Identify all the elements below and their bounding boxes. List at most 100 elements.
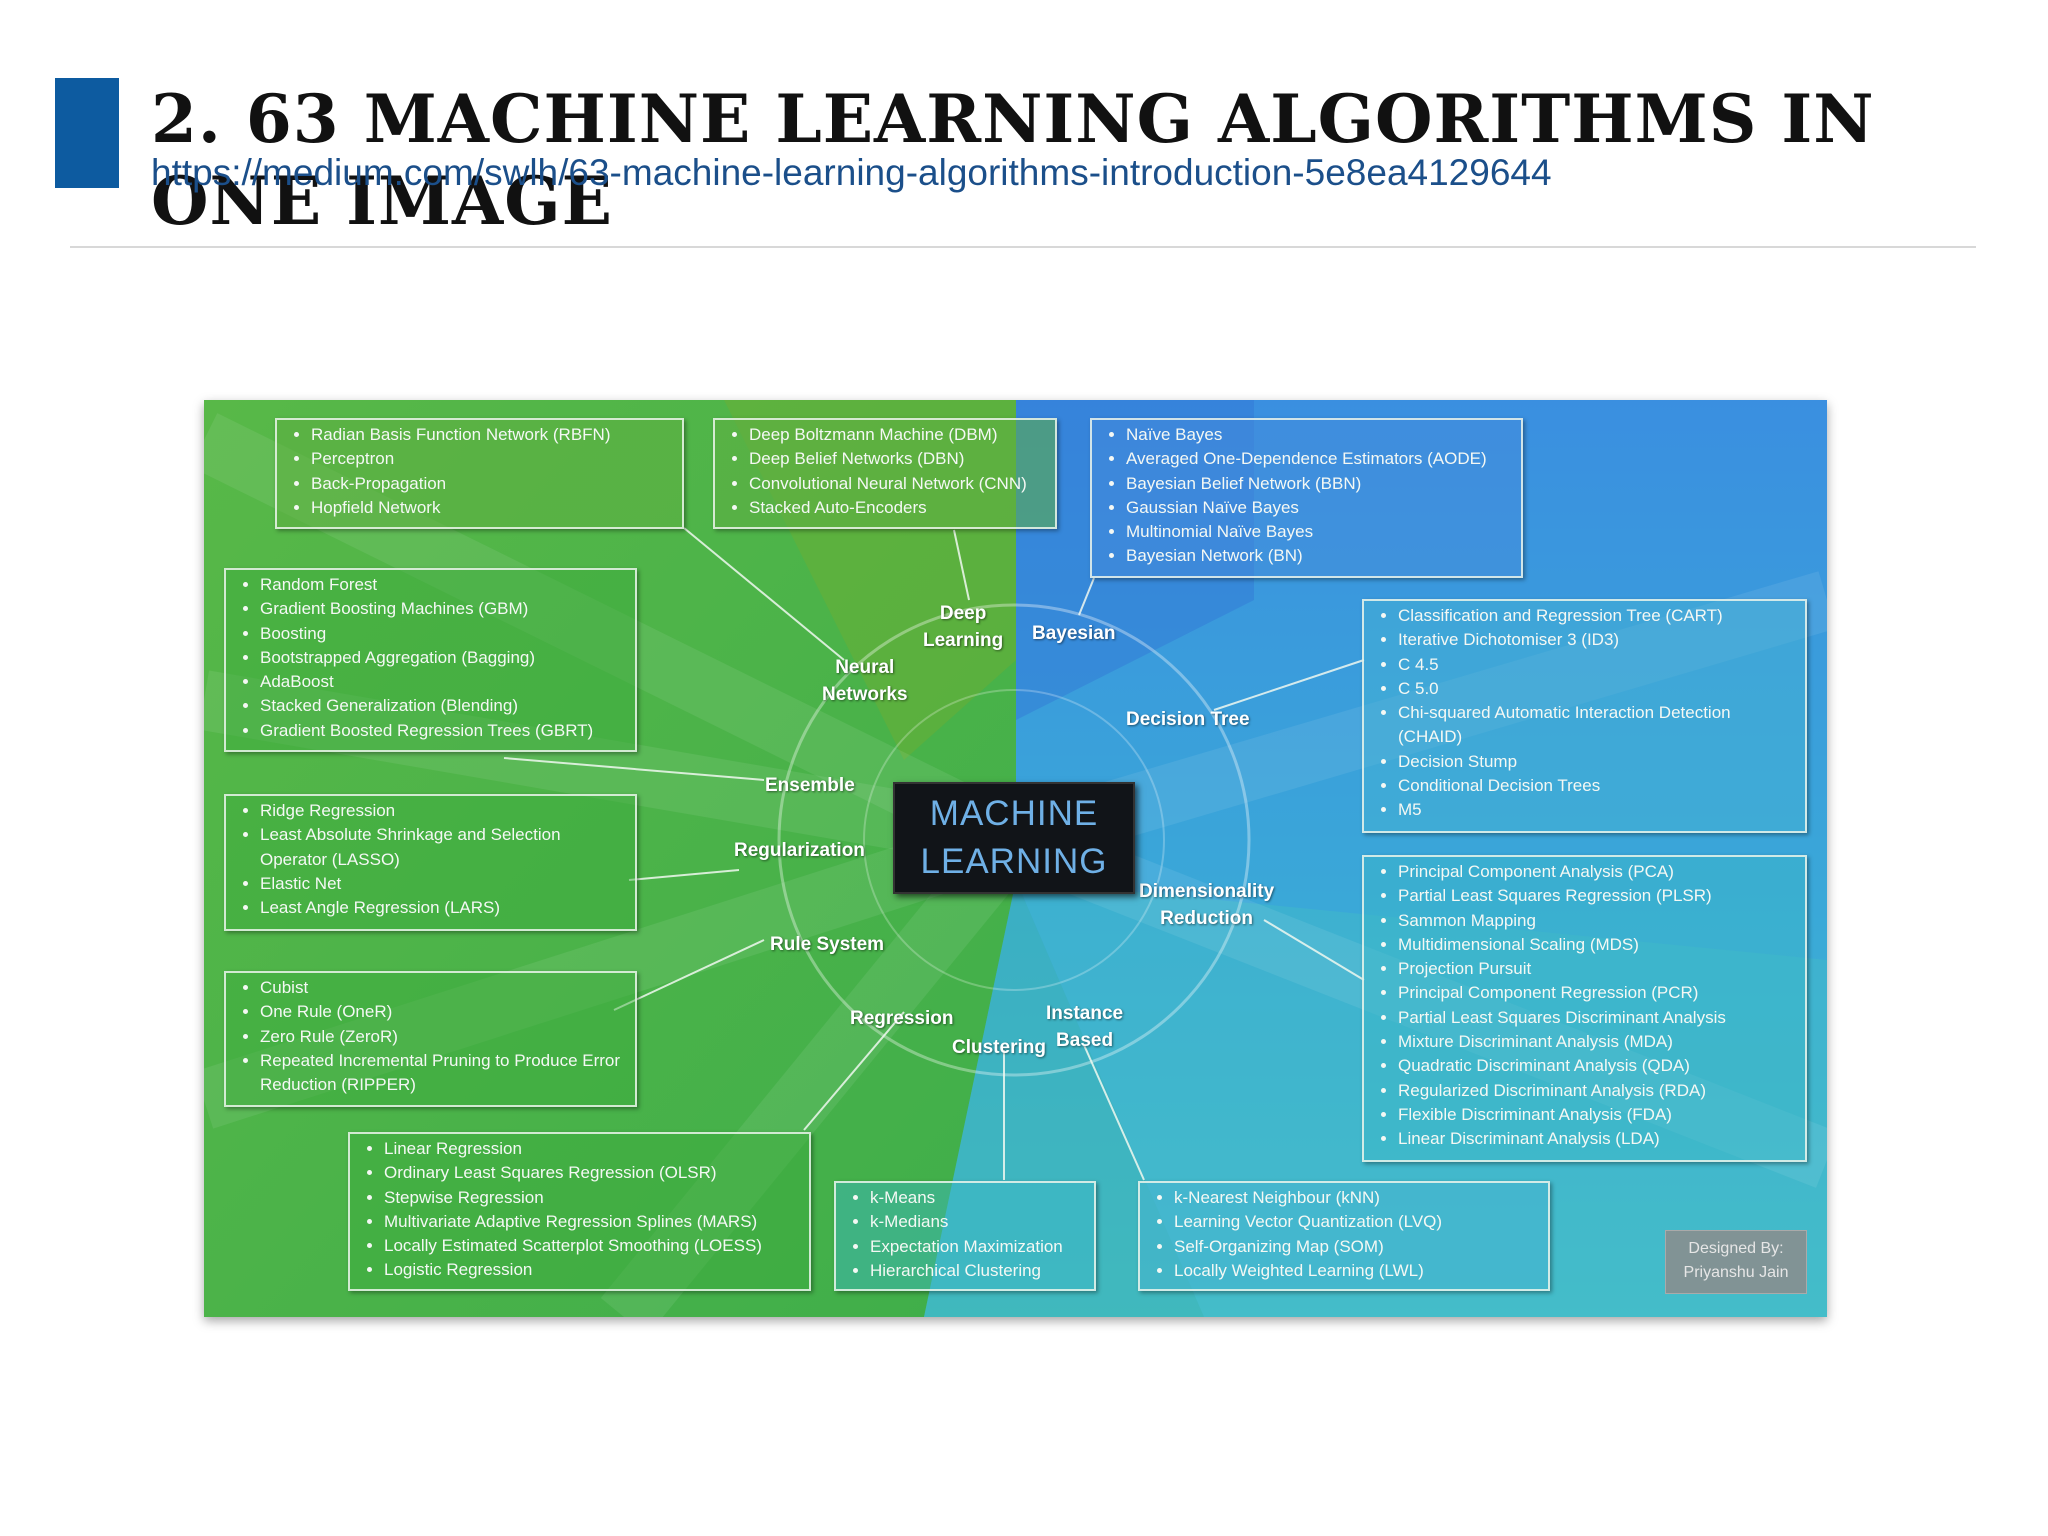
list-item: Regularized Discriminant Analysis (RDA) <box>1398 1079 1797 1103</box>
list-item: Iterative Dichotomiser 3 (ID3) <box>1398 628 1797 652</box>
credit-line: Designed By: <box>1688 1240 1784 1257</box>
list-item: Least Absolute Shrinkage and Selection O… <box>260 823 627 872</box>
category-label-line: Neural <box>835 657 895 678</box>
list-item: Gaussian Naïve Bayes <box>1126 496 1513 520</box>
instance-based-box: k-Nearest Neighbour (kNN) Learning Vecto… <box>1138 1181 1550 1291</box>
list-item: Projection Pursuit <box>1398 957 1797 981</box>
list-item: k-Nearest Neighbour (kNN) <box>1174 1186 1540 1210</box>
machine-learning-center: MACHINE LEARNING <box>893 782 1135 894</box>
list-item: Bootstrapped Aggregation (Bagging) <box>260 646 627 670</box>
list-item: Chi-squared Automatic Interaction Detect… <box>1398 701 1797 750</box>
category-deep-learning: Deep Learning <box>923 600 1003 654</box>
category-regularization: Regularization <box>734 840 865 861</box>
dimensionality-reduction-box: Principal Component Analysis (PCA) Parti… <box>1362 855 1807 1162</box>
list-item: Principal Component Regression (PCR) <box>1398 981 1797 1005</box>
rule-system-box: Cubist One Rule (OneR) Zero Rule (ZeroR)… <box>224 971 637 1107</box>
list-item: Partial Least Squares Regression (PLSR) <box>1398 884 1797 908</box>
list-item: C 4.5 <box>1398 653 1797 677</box>
list-item: Deep Boltzmann Machine (DBM) <box>749 423 1047 447</box>
list-item: Elastic Net <box>260 872 627 896</box>
bayesian-box: Naïve Bayes Averaged One-Dependence Esti… <box>1090 418 1523 578</box>
list-item: Linear Regression <box>384 1137 801 1161</box>
list-item: k-Medians <box>870 1210 1086 1234</box>
list-item: Boosting <box>260 622 627 646</box>
title-accent-bar <box>55 78 119 188</box>
designer-credit: Designed By: Priyanshu Jain <box>1665 1230 1807 1294</box>
category-clustering: Clustering <box>952 1037 1046 1058</box>
list-item: Locally Weighted Learning (LWL) <box>1174 1259 1540 1283</box>
category-label-line: Reduction <box>1160 908 1254 929</box>
slide-title: 2. 63 MACHINE LEARNING ALGORITHMS IN ONE… <box>151 80 1875 240</box>
category-neural-networks: Neural Networks <box>822 654 908 708</box>
regularization-box: Ridge Regression Least Absolute Shrinkag… <box>224 794 637 931</box>
list-item: Stepwise Regression <box>384 1186 801 1210</box>
category-instance-based: Instance Based <box>1046 1000 1123 1054</box>
list-item: Mixture Discriminant Analysis (MDA) <box>1398 1030 1797 1054</box>
list-item: Averaged One-Dependence Estimators (AODE… <box>1126 447 1513 471</box>
deep-learning-box: Deep Boltzmann Machine (DBM) Deep Belief… <box>713 418 1057 529</box>
list-item: Gradient Boosted Regression Trees (GBRT) <box>260 719 627 743</box>
list-item: Least Angle Regression (LARS) <box>260 896 627 920</box>
list-item: Bayesian Network (BN) <box>1126 544 1513 568</box>
ensemble-box: Random Forest Gradient Boosting Machines… <box>224 568 637 752</box>
regression-box: Linear Regression Ordinary Least Squares… <box>348 1132 811 1291</box>
list-item: Bayesian Belief Network (BBN) <box>1126 472 1513 496</box>
list-item: Flexible Discriminant Analysis (FDA) <box>1398 1103 1797 1127</box>
source-url[interactable]: https://medium.com/swlh/63-machine-learn… <box>151 152 1552 193</box>
list-item: Back-Propagation <box>311 472 674 496</box>
category-ensemble: Ensemble <box>765 775 855 796</box>
list-item: Hopfield Network <box>311 496 674 520</box>
list-item: Stacked Generalization (Blending) <box>260 694 627 718</box>
list-item: Conditional Decision Trees <box>1398 774 1797 798</box>
list-item: Convolutional Neural Network (CNN) <box>749 472 1047 496</box>
category-dimensionality-reduction: Dimensionality Reduction <box>1139 878 1274 932</box>
list-item: Quadratic Discriminant Analysis (QDA) <box>1398 1054 1797 1078</box>
list-item: Cubist <box>260 976 627 1000</box>
list-item: Partial Least Squares Discriminant Analy… <box>1398 1006 1797 1030</box>
ml-algorithms-diagram: Radian Basis Function Network (RBFN) Per… <box>204 400 1827 1317</box>
center-label-line: LEARNING <box>920 842 1108 881</box>
title-divider <box>70 246 1976 248</box>
neural-networks-box: Radian Basis Function Network (RBFN) Per… <box>275 418 684 529</box>
category-rule-system: Rule System <box>770 934 885 955</box>
list-item: Learning Vector Quantization (LVQ) <box>1174 1210 1540 1234</box>
category-label-line: Based <box>1056 1030 1114 1051</box>
clustering-box: k-Means k-Medians Expectation Maximizati… <box>834 1181 1096 1291</box>
list-item: AdaBoost <box>260 670 627 694</box>
list-item: Radian Basis Function Network (RBFN) <box>311 423 674 447</box>
list-item: Decision Stump <box>1398 750 1797 774</box>
list-item: Logistic Regression <box>384 1258 801 1282</box>
list-item: Self-Organizing Map (SOM) <box>1174 1235 1540 1259</box>
list-item: Ordinary Least Squares Regression (OLSR) <box>384 1161 801 1185</box>
list-item: Principal Component Analysis (PCA) <box>1398 860 1797 884</box>
list-item: Expectation Maximization <box>870 1235 1086 1259</box>
list-item: Multivariate Adaptive Regression Splines… <box>384 1210 801 1234</box>
list-item: Zero Rule (ZeroR) <box>260 1025 627 1049</box>
list-item: Sammon Mapping <box>1398 909 1797 933</box>
list-item: Perceptron <box>311 447 674 471</box>
list-item: Multidimensional Scaling (MDS) <box>1398 933 1797 957</box>
list-item: Classification and Regression Tree (CART… <box>1398 604 1797 628</box>
list-item: Linear Discriminant Analysis (LDA) <box>1398 1127 1797 1151</box>
category-label-line: Instance <box>1046 1003 1124 1024</box>
list-item: Naïve Bayes <box>1126 423 1513 447</box>
category-label-line: Dimensionality <box>1139 881 1275 902</box>
list-item: M5 <box>1398 798 1797 822</box>
credit-line: Priyanshu Jain <box>1683 1264 1789 1281</box>
category-label-line: Learning <box>923 630 1004 651</box>
list-item: Multinomial Naïve Bayes <box>1126 520 1513 544</box>
category-label-line: Deep <box>939 603 987 624</box>
center-label-line: MACHINE <box>929 794 1099 833</box>
category-label-line: Networks <box>822 684 908 705</box>
category-bayesian: Bayesian <box>1032 623 1116 644</box>
list-item: k-Means <box>870 1186 1086 1210</box>
category-decision-tree: Decision Tree <box>1126 709 1250 730</box>
category-regression: Regression <box>850 1008 954 1029</box>
list-item: Stacked Auto-Encoders <box>749 496 1047 520</box>
decision-tree-box: Classification and Regression Tree (CART… <box>1362 599 1807 833</box>
list-item: Gradient Boosting Machines (GBM) <box>260 597 627 621</box>
list-item: Random Forest <box>260 573 627 597</box>
list-item: Deep Belief Networks (DBN) <box>749 447 1047 471</box>
list-item: Repeated Incremental Pruning to Produce … <box>260 1049 627 1098</box>
list-item: Locally Estimated Scatterplot Smoothing … <box>384 1234 801 1258</box>
